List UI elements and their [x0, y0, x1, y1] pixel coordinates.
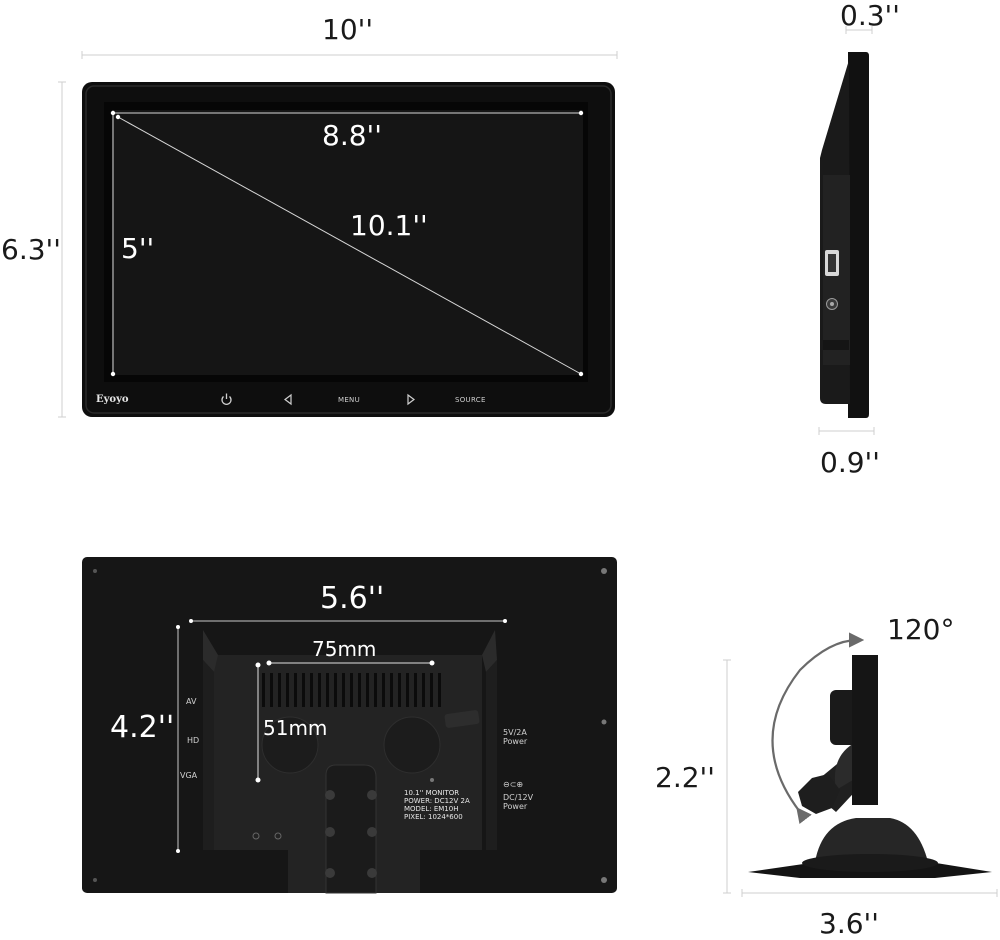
front-height-label: 6.3'': [1, 233, 61, 266]
tilt-arrow: [771, 632, 865, 825]
menu-button: MENU: [338, 396, 361, 404]
dc-power-label: DC/12V Power: [503, 793, 534, 812]
screen-height-label: 5'': [121, 232, 155, 265]
stand-height-label: 2.2'': [655, 761, 715, 794]
usb-power-label: 5V/2A Power: [503, 728, 528, 747]
vesa-width-label: 75mm: [312, 637, 377, 661]
depth-label: 0.9'': [820, 446, 880, 479]
rating-plate: 10.1'' MONITOR POWER: DC12V 2A MODEL: EM…: [404, 789, 470, 822]
left-arrow-icon: [284, 393, 292, 406]
screen-width-label: 8.8'': [322, 119, 382, 152]
right-arrow-icon: [407, 393, 415, 406]
front-width-label: 10'': [322, 13, 374, 46]
stand-drawing: [723, 632, 998, 897]
back-monitor: [82, 557, 617, 894]
source-button: SOURCE: [455, 396, 486, 404]
base-width-label: 3.6'': [819, 907, 879, 940]
input-vga-label: VGA: [180, 771, 198, 780]
side-monitor: [818, 26, 875, 435]
diagonal-label: 10.1'': [350, 209, 428, 242]
brand-logo: Eyoyo: [96, 394, 129, 405]
mount-width-label: 5.6'': [320, 581, 385, 616]
power-icon: [221, 393, 232, 405]
vesa-height-label: 51mm: [263, 716, 328, 740]
tilt-angle-label: 120°: [887, 613, 955, 646]
dc-polarity-symbol: ⊖⊂⊕: [503, 780, 524, 789]
thickness-label: 0.3'': [840, 0, 900, 32]
front-monitor: [58, 51, 618, 418]
input-hd-label: HD: [187, 736, 200, 745]
input-av-label: AV: [186, 697, 197, 706]
mount-height-label: 4.2'': [110, 710, 175, 745]
